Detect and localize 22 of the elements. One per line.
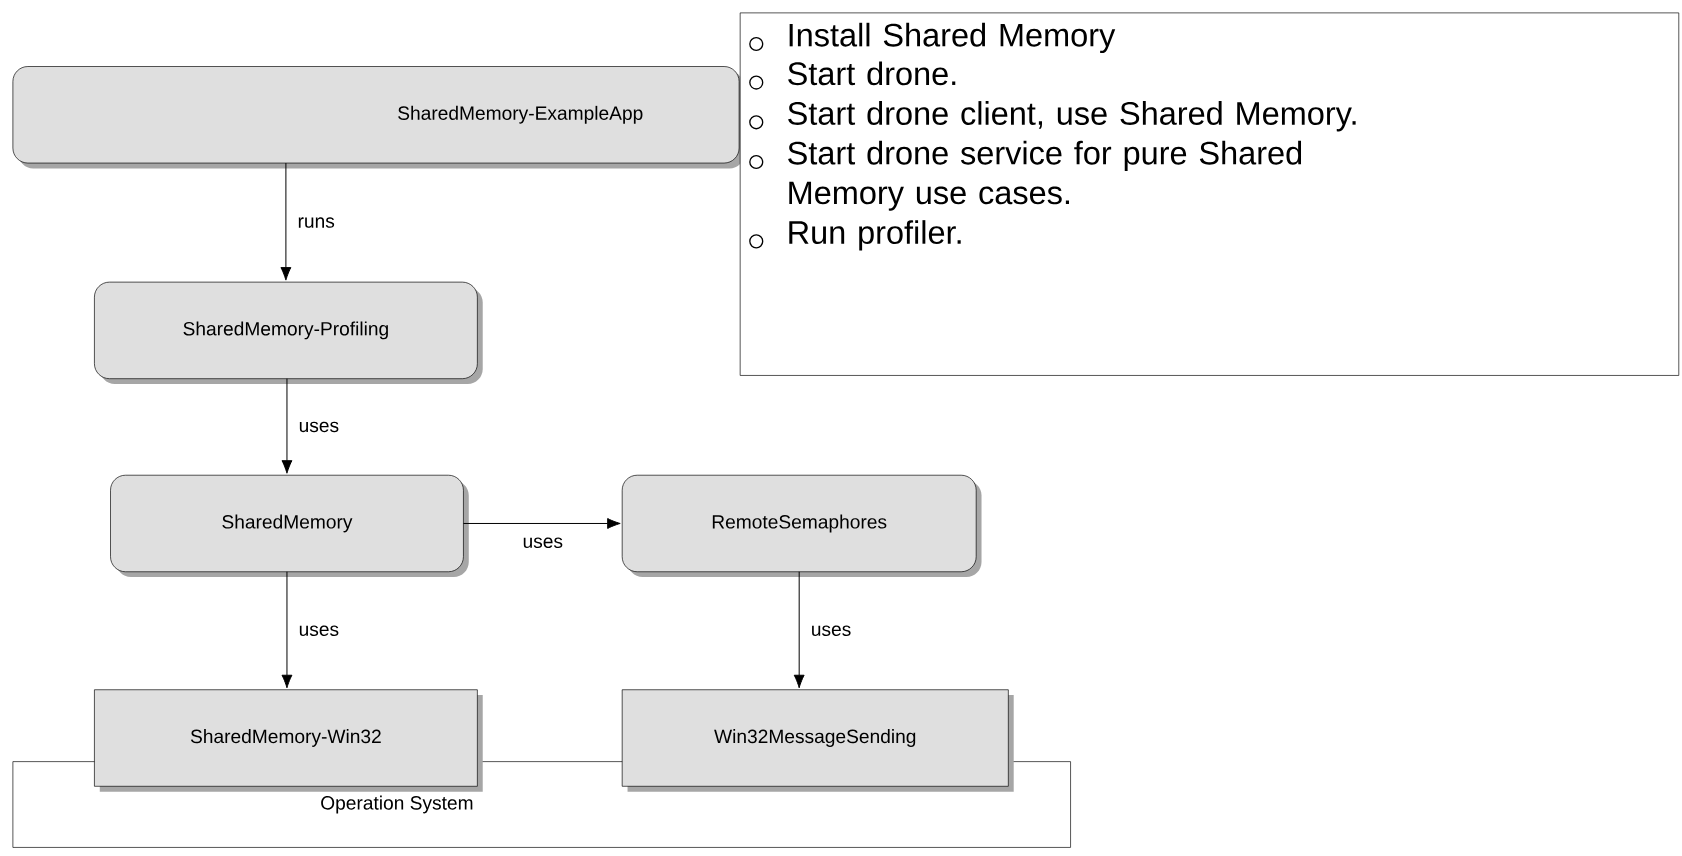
edge-label: uses — [296, 623, 341, 638]
edge-label: runs — [295, 215, 337, 230]
arrow — [793, 571, 805, 689]
list-item: Install Shared Memory — [789, 22, 1116, 54]
arrow — [280, 162, 292, 281]
edge-label: uses — [296, 420, 341, 434]
arrow — [281, 571, 293, 689]
edge-label: uses — [809, 623, 853, 638]
module-box: Win32MessageSending — [621, 689, 1014, 792]
edge-label: uses — [520, 535, 565, 550]
arrow — [281, 378, 293, 474]
module-box: SharedMemory-Win32 — [94, 689, 483, 792]
module-box: SharedMemory-Profiling — [94, 281, 483, 385]
list-item: Start drone client, use Shared Memory. — [788, 101, 1356, 132]
module-box: SharedMemory-ExampleApp — [12, 66, 745, 169]
module-box: SharedMemory — [110, 474, 469, 578]
module-box: RemoteSemaphores — [621, 474, 982, 578]
list-item: Start drone. — [788, 61, 956, 86]
list-item: Run profiler. — [789, 220, 961, 251]
arrow — [462, 518, 621, 529]
list-item: Start drone service for pure Shared Memory use cases. — [788, 140, 1302, 211]
note-box — [739, 12, 1680, 376]
